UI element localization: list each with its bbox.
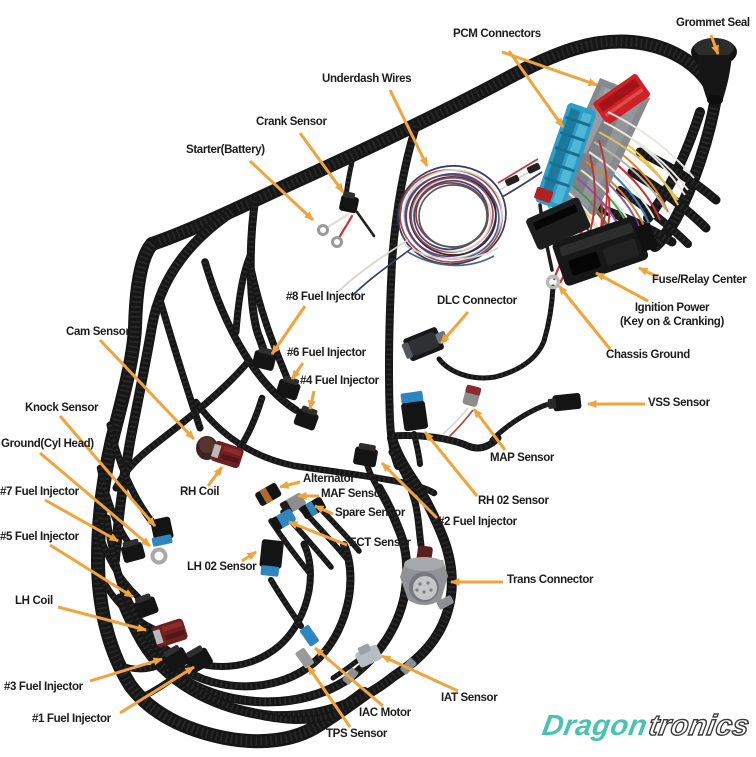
label-2-fuel-injector: #2 Fuel Injector	[438, 516, 517, 528]
arrow-alternator	[279, 480, 301, 489]
arrow-ground	[39, 451, 151, 548]
arrow-inj3	[89, 657, 163, 683]
arrow-inj6	[290, 362, 305, 380]
callout-arrows	[39, 34, 720, 728]
label-dlc-connector: DLC Connector	[437, 295, 517, 307]
label-iac-motor: IAC Motor	[359, 707, 411, 719]
label-pcm-connectors: PCM Connectors	[453, 28, 541, 40]
arrow-spare	[314, 504, 334, 516]
fuse-relay-center-part	[526, 197, 658, 290]
brand-watermark-part2: tronics	[646, 709, 753, 742]
label-8-fuel-injector: #8 Fuel Injector	[286, 291, 365, 303]
arrow-pcm-1	[501, 50, 598, 87]
arrow-iat	[381, 654, 459, 693]
iac-part	[299, 625, 319, 647]
map-sensor-part	[462, 384, 482, 407]
label-1-fuel-injector: #1 Fuel Injector	[32, 713, 111, 725]
label-map-sensor: MAP Sensor	[490, 452, 555, 464]
brand-watermark: Dragontronics	[539, 709, 753, 742]
harness-tubes	[91, 34, 722, 749]
arrow-rho2	[423, 431, 479, 497]
starter-wires	[317, 210, 376, 248]
arrow-starter	[248, 159, 315, 222]
underdash-wire-coil	[337, 158, 543, 297]
trans-connector-part	[400, 545, 448, 605]
crank-sensor-part	[339, 191, 359, 214]
arrow-chassis	[557, 285, 612, 350]
arrow-fuse	[638, 266, 659, 279]
label-3-fuel-injector: #3 Fuel Injector	[4, 681, 83, 693]
knock-sensor-part	[150, 516, 174, 547]
label-ignition-power: Ignition Power (Key on & Cranking)	[620, 302, 724, 328]
label-6-fuel-injector: #6 Fuel Injector	[287, 347, 366, 359]
arrow-rhcoil	[206, 466, 224, 487]
lh-o2-part	[259, 539, 284, 577]
arrow-crank	[298, 132, 345, 193]
label-lh-02-sensor: LH 02 Sensor	[187, 561, 257, 573]
arrow-cam	[98, 338, 196, 441]
arrow-inj4	[307, 390, 316, 410]
label-rh-02-sensor: RH 02 Sensor	[478, 495, 549, 507]
label-starter-battery: Starter(Battery)	[186, 144, 265, 156]
arrow-inj2	[380, 461, 439, 520]
arrow-knock	[58, 415, 157, 527]
arrow-inj8	[270, 305, 307, 355]
rh-o2-part	[400, 390, 429, 432]
arrow-dlc	[439, 311, 470, 344]
alternator-part	[255, 483, 282, 506]
iat-part	[355, 643, 382, 668]
label-grommet-seal: Grommet Seal	[676, 17, 750, 29]
label-fuse-relay-center: Fuse/Relay Center	[652, 274, 747, 286]
arrow-tps	[306, 665, 352, 728]
label-underdash-wires: Underdash Wires	[322, 73, 412, 85]
arrow-inj1	[119, 665, 195, 715]
map-sensor-wires	[442, 407, 474, 438]
label-4-fuel-injector: #4 Fuel Injector	[300, 375, 379, 387]
label-7-fuel-injector: #7 Fuel Injector	[0, 486, 79, 498]
label-iat-sensor: IAT Sensor	[441, 692, 498, 704]
label-cam-sensor: Cam Sensor	[66, 326, 130, 338]
label-chassis-ground: Chassis Ground	[606, 349, 690, 361]
label-vss-sensor: VSS Sensor	[648, 397, 710, 409]
brand-watermark-part1: Dragon	[539, 710, 650, 742]
label-trans-connector: Trans Connector	[507, 574, 594, 586]
arrow-lho2	[241, 550, 257, 563]
lh-coil-part	[152, 618, 188, 648]
vss-part	[547, 392, 582, 412]
tps-part	[295, 647, 314, 669]
label-5-fuel-injector: #5 Fuel Injector	[0, 531, 79, 543]
label-crank-sensor: Crank Sensor	[256, 116, 327, 128]
label-ground-cyl-head: Ground(Cyl Head)	[1, 438, 94, 450]
arrow-grommet	[709, 34, 720, 55]
arrow-lhcoil	[57, 605, 147, 632]
arrow-underdash	[388, 89, 429, 167]
dlc-connector-part	[401, 327, 448, 362]
label-lh-coil: LH Coil	[15, 595, 53, 607]
rh-coil-part	[210, 440, 244, 469]
arrow-inj7	[44, 498, 119, 543]
ect-part	[269, 509, 296, 532]
arrow-inj5	[49, 543, 134, 599]
arrow-iac	[314, 646, 384, 708]
arrow-map	[472, 408, 507, 451]
label-rh-coil: RH Coil	[180, 486, 220, 498]
label-alternator: Alternator	[303, 473, 355, 485]
ground-ring-part	[150, 547, 168, 565]
label-tps-sensor: TPS Sensor	[326, 728, 388, 740]
arrow-ect	[288, 520, 348, 547]
label-spare-sensor: Spare Sensor	[335, 507, 405, 519]
label-knock-sensor: Knock Sensor	[25, 402, 99, 414]
label-ect-sensor: ECT Sensor	[349, 537, 411, 549]
arrow-ignition	[595, 271, 649, 303]
arrow-pcm-2	[507, 50, 565, 128]
label-maf-sensor: MAF Sensor	[321, 488, 385, 500]
